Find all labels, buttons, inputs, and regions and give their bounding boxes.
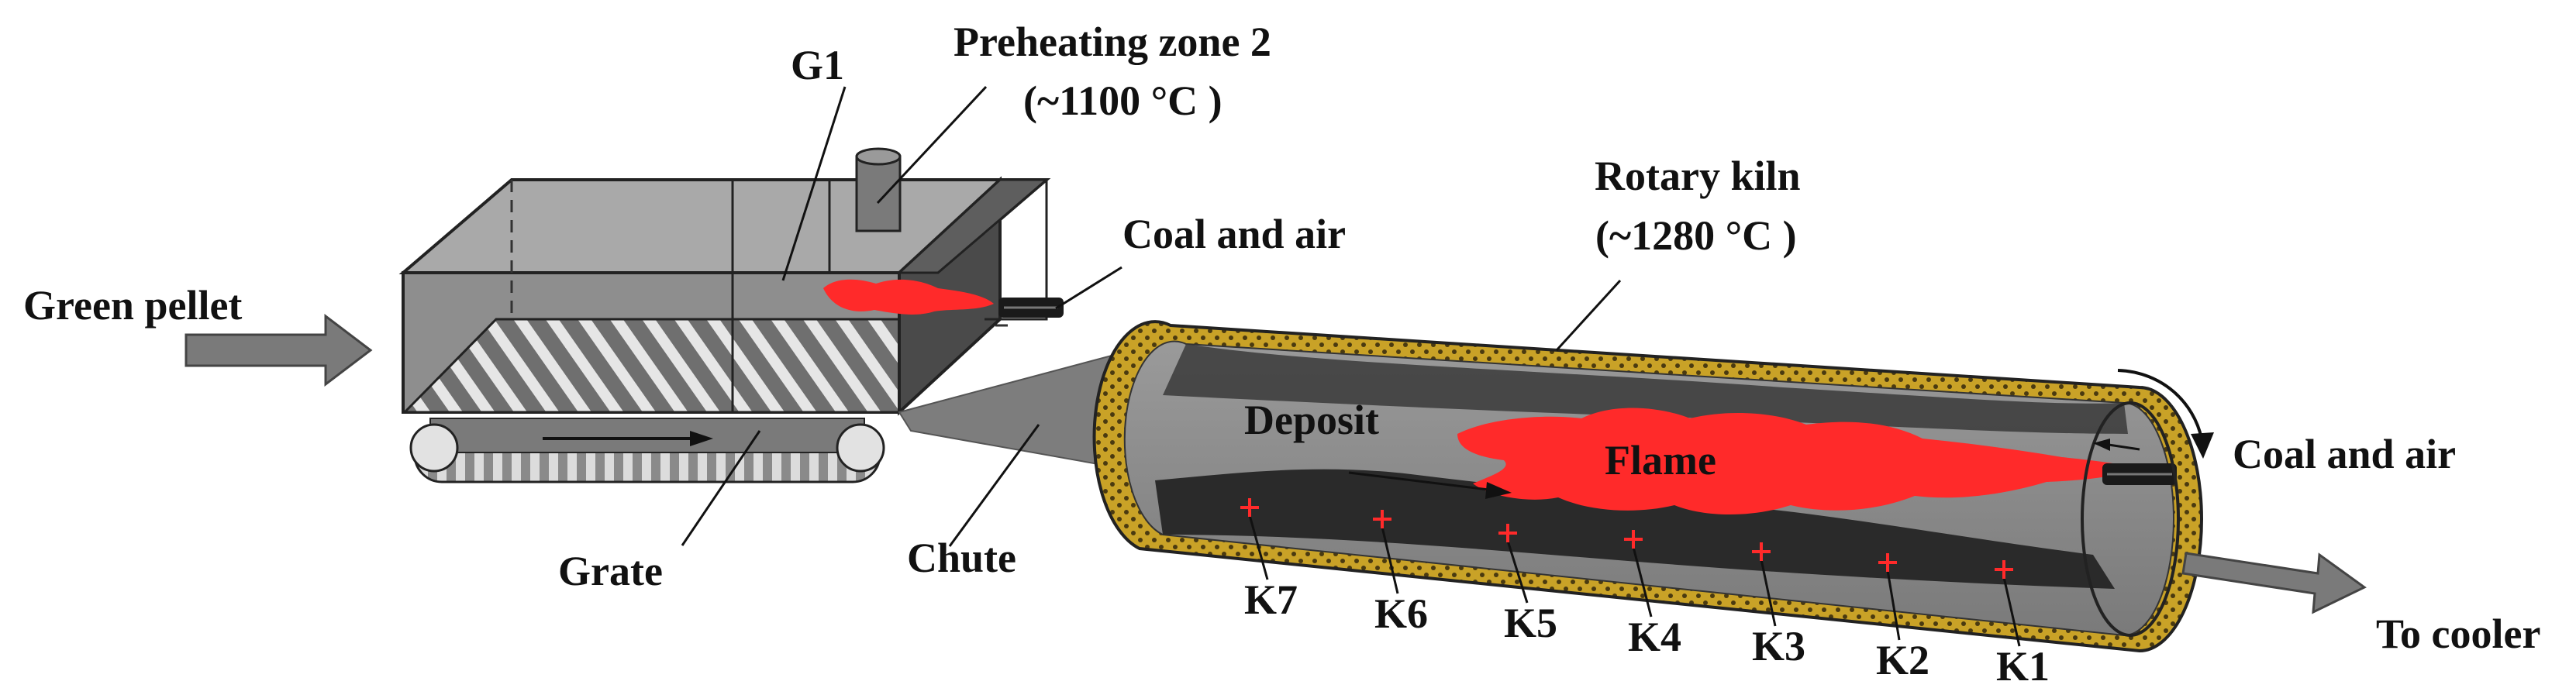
measurement-marker-k7 <box>1240 498 1259 517</box>
measurement-marker-k1 <box>1995 560 2013 579</box>
grate-flame <box>823 279 994 315</box>
conveyor-roller-right <box>836 423 885 473</box>
measurement-label-k3: K3 <box>1752 623 1805 669</box>
leader-lines <box>681 85 1622 547</box>
grate-machine <box>398 147 1064 416</box>
label-preheating-temp: (~1100 °C ) <box>1023 77 1222 124</box>
measurement-leader-k1 <box>2002 576 2021 647</box>
measurement-leader-k4 <box>1632 546 1653 618</box>
rotation-arrow <box>2117 369 2203 439</box>
measurement-label-k2: K2 <box>1876 637 1929 683</box>
grate-conveyor <box>409 418 885 483</box>
label-to-cooler: To cooler <box>2376 611 2540 657</box>
measurement-leaders <box>1248 514 2021 647</box>
label-preheating-title: Preheating zone 2 <box>953 19 1271 65</box>
measurement-leader-k5 <box>1506 540 1529 604</box>
label-green-pellet: Green pellet <box>23 282 242 329</box>
label-grate: Grate <box>558 548 663 594</box>
measurement-leader-k7 <box>1248 514 1269 580</box>
measurement-marker-k4 <box>1624 530 1643 549</box>
measurement-marker-k5 <box>1498 524 1517 542</box>
measurement-marker-k6 <box>1373 510 1391 528</box>
measurement-markers <box>1240 498 2013 579</box>
measurement-leader-k3 <box>1760 559 1777 627</box>
measurement-label-k6: K6 <box>1374 590 1428 637</box>
chimney <box>855 155 902 232</box>
label-rotary-kiln-temp: (~1280 °C ) <box>1595 212 1797 259</box>
label-flame: Flame <box>1605 437 1716 483</box>
label-g1: G1 <box>791 42 844 88</box>
measurement-marker-k2 <box>1878 553 1897 572</box>
measurement-marker-k3 <box>1752 542 1771 561</box>
label-coal-air-kiln: Coal and air <box>2233 431 2456 477</box>
measurement-leader-k6 <box>1381 526 1399 594</box>
kiln-flame <box>1457 408 2140 514</box>
rotary-kiln <box>1092 320 2203 653</box>
measurement-label-k1: K1 <box>1996 643 2050 690</box>
measurement-label-k7: K7 <box>1244 576 1298 623</box>
measurement-labels: K7 K6 K5 K4 K3 K2 K1 <box>1244 576 2050 690</box>
label-deposit: Deposit <box>1244 397 1379 443</box>
to-cooler-arrow <box>2181 552 2367 614</box>
deposit-layer <box>1155 469 2115 589</box>
kiln-end-opening <box>2081 401 2180 637</box>
measurement-label-k5: K5 <box>1504 600 1557 646</box>
conveyor-roller-left <box>409 423 459 473</box>
label-chute: Chute <box>907 535 1016 581</box>
label-rotary-kiln: Rotary kiln <box>1595 153 1801 199</box>
measurement-label-k4: K4 <box>1628 614 1681 660</box>
green-pellet-arrow <box>184 313 373 387</box>
measurement-leader-k2 <box>1886 569 1901 641</box>
label-coal-air-grate: Coal and air <box>1122 211 1346 257</box>
